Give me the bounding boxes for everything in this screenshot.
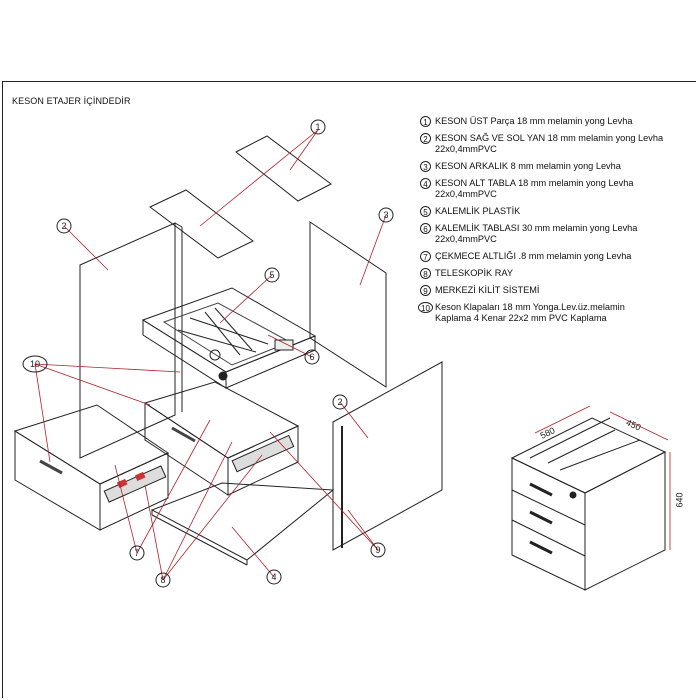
legend-item: 2 KESON SAĞ VE SOL YAN 18 mm melamin yon… bbox=[420, 133, 696, 155]
legend-text: Keson Klapaları 18 mm Yonga.Lev.üz.melam… bbox=[435, 302, 625, 323]
legend-item: 4 KESON ALT TABLA 18 mm melamin yong Lev… bbox=[420, 178, 696, 200]
drawing-frame bbox=[2, 81, 696, 698]
callout-leaders bbox=[34, 129, 387, 581]
drawer-left bbox=[13, 404, 170, 531]
legend-item: 1 KESON ÜST Parça 18 mm melamin yong Lev… bbox=[420, 116, 696, 127]
legend-number: 4 bbox=[420, 178, 431, 189]
legend-text: KALEMLİK PLASTİK bbox=[435, 206, 521, 216]
drawer-middle bbox=[143, 381, 300, 496]
legend-text: ÇEKMECE ALTLIĞI .8 mm melamin yong Levha bbox=[435, 251, 632, 261]
legend-item: 7 ÇEKMECE ALTLIĞI .8 mm melamin yong Lev… bbox=[420, 251, 696, 262]
callout-10: 10 bbox=[30, 359, 40, 369]
legend-item: 9 MERKEZİ KİLİT SİSTEMİ bbox=[420, 285, 696, 296]
callout-circles bbox=[22, 119, 394, 588]
legend-number: 1 bbox=[420, 116, 431, 127]
drawing-title: KESON ETAJER İÇİNDEDİR bbox=[12, 96, 131, 106]
callout-4: 4 bbox=[271, 572, 276, 582]
callout-7: 7 bbox=[134, 548, 139, 558]
legend-text: TELESKOPİK RAY bbox=[435, 268, 513, 278]
legend-number: 7 bbox=[420, 251, 431, 262]
legend-item: 3 KESON ARKALIK 8 mm melamin yong Levha bbox=[420, 161, 696, 172]
callout-8: 8 bbox=[160, 575, 165, 585]
callout-6: 6 bbox=[309, 352, 314, 362]
callout-2-left: 2 bbox=[61, 221, 66, 231]
right-side-panel bbox=[332, 361, 443, 551]
legend-text: MERKEZİ KİLİT SİSTEMİ bbox=[435, 285, 540, 295]
legend-text: KESON SAĞ VE SOL YAN 18 mm melamin yong … bbox=[435, 133, 664, 154]
parts-legend: 1 KESON ÜST Parça 18 mm melamin yong Lev… bbox=[418, 116, 696, 330]
legend-text: KALEMLİK TABLASI 30 mm melamin yong Levh… bbox=[435, 223, 638, 244]
callout-9: 9 bbox=[375, 545, 380, 555]
legend-number: 10 bbox=[418, 302, 433, 313]
dimension-height: 640 bbox=[674, 492, 685, 508]
callout-3: 3 bbox=[383, 210, 388, 220]
legend-number: 6 bbox=[420, 223, 431, 234]
legend-number: 5 bbox=[420, 206, 431, 217]
legend-item: 6 KALEMLİK TABLASI 30 mm melamin yong Le… bbox=[420, 223, 696, 245]
legend-number: 9 bbox=[420, 285, 431, 296]
callout-1: 1 bbox=[315, 122, 320, 132]
pen-tray-part bbox=[141, 287, 317, 389]
legend-item: 8 TELESKOPİK RAY bbox=[420, 268, 696, 279]
legend-number: 2 bbox=[420, 133, 431, 144]
assembled-cabinet bbox=[510, 405, 671, 591]
bottom-panel bbox=[150, 482, 335, 566]
back-panel bbox=[309, 221, 387, 388]
legend-text: KESON ARKALIK 8 mm melamin yong Levha bbox=[435, 161, 621, 171]
callout-2-right: 2 bbox=[337, 397, 342, 407]
callout-5: 5 bbox=[269, 270, 274, 280]
left-side-panel bbox=[79, 222, 183, 459]
legend-text: KESON ALT TABLA 18 mm melamin yong Levha… bbox=[435, 178, 634, 199]
legend-number: 8 bbox=[420, 268, 431, 279]
legend-number: 3 bbox=[420, 161, 431, 172]
legend-item: 5 KALEMLİK PLASTİK bbox=[420, 206, 696, 217]
top-panel-part bbox=[149, 135, 332, 259]
legend-text: KESON ÜST Parça 18 mm melamin yong Levha bbox=[435, 116, 633, 126]
legend-item: 10 Keson Klapaları 18 mm Yonga.Lev.üz.me… bbox=[418, 302, 696, 324]
